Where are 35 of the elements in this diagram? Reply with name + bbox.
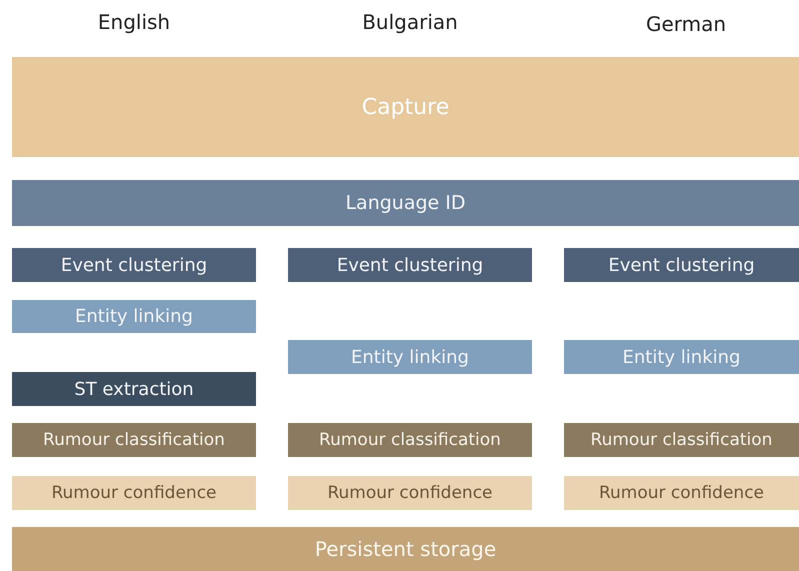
box-label: Rumour confidence (51, 483, 216, 503)
box-label: Entity linking (351, 346, 469, 368)
box-label: Persistent storage (314, 537, 496, 561)
column-heading: English (96, 10, 172, 34)
box-label: Rumour classification (319, 430, 501, 450)
layer-band (12, 527, 799, 571)
process-box (564, 248, 799, 282)
process-box (12, 476, 256, 510)
box-label: Rumour classification (590, 430, 772, 450)
box-label: Entity linking (75, 306, 193, 327)
column-heading: Bulgarian (361, 10, 459, 34)
process-box (564, 476, 799, 510)
box-label: Language ID (345, 192, 466, 214)
process-box (12, 300, 256, 333)
box-label: Entity linking (622, 346, 740, 368)
box-label: Event clustering (60, 254, 208, 276)
process-box (12, 372, 256, 406)
process-box (564, 340, 799, 374)
column-heading: German (644, 12, 728, 36)
box-label: Rumour classification (43, 430, 225, 450)
box-label: Rumour confidence (327, 483, 492, 503)
process-box (288, 248, 532, 282)
process-box (288, 423, 532, 457)
process-box (288, 476, 532, 510)
layer-band (12, 180, 799, 226)
box-label: Event clustering (608, 254, 755, 276)
process-box (288, 340, 532, 374)
process-box (12, 248, 256, 282)
box-label: Event clustering (336, 254, 484, 276)
process-box (12, 423, 256, 457)
box-label: Capture (362, 94, 450, 120)
box-label: ST extraction (74, 378, 194, 400)
box-label: Rumour confidence (598, 483, 764, 503)
layer-band (12, 57, 799, 157)
process-box (564, 423, 799, 457)
